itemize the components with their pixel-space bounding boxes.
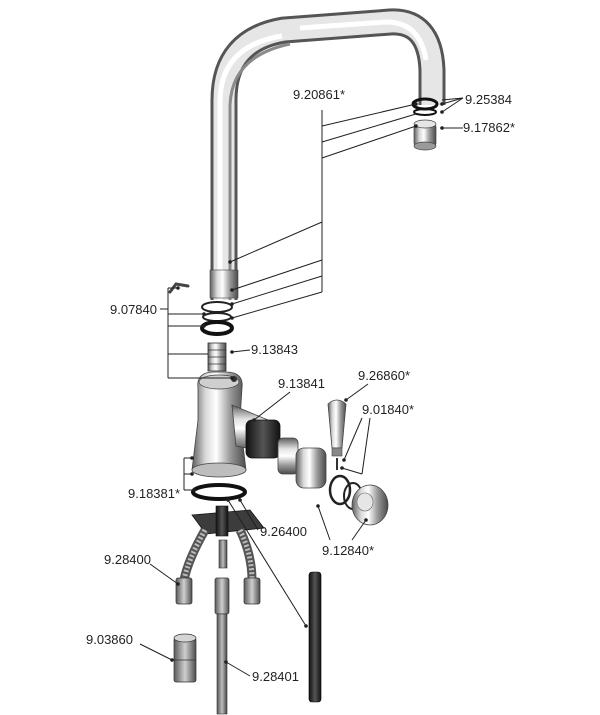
lever [327, 399, 347, 470]
aerator [413, 119, 437, 151]
leader-dots [170, 102, 444, 664]
label-spout-oring: 9.25384 [465, 92, 512, 107]
label-base-gasket: 9.18381* [128, 486, 180, 501]
hose-adapter [173, 633, 197, 683]
label-hose-adapter: 9.03860 [86, 632, 133, 647]
label-lever: 9.26860* [358, 368, 410, 383]
mounting-plate [191, 505, 265, 537]
valve-internals [245, 419, 363, 510]
label-mounting-stud: 9.26400 [260, 524, 307, 539]
label-spout-oring-set: 9.07840 [110, 302, 157, 317]
label-inlet-tube: 9.28401 [252, 669, 299, 684]
spout-base-orings [200, 301, 234, 336]
hex-key [168, 282, 190, 294]
label-handle-cap: 9.12840* [322, 543, 374, 558]
label-cartridge: 9.13843 [251, 342, 298, 357]
base-gasket [191, 483, 247, 501]
inlet-tube [214, 539, 230, 715]
part-labels: 9.20861* 9.25384 9.17862* 9.07840 9.1384… [86, 87, 515, 684]
handle-cap [351, 484, 389, 526]
label-spout: 9.20861* [293, 87, 345, 102]
label-aerator: 9.17862* [463, 120, 515, 135]
spout [209, 8, 446, 300]
label-lever-screw: 9.01840* [362, 402, 414, 417]
cartridge [207, 342, 227, 372]
label-flex-hose: 9.28400 [104, 552, 151, 567]
label-body: 9.13841 [278, 376, 325, 391]
flex-hoses [175, 527, 261, 605]
spout-tip-orings [411, 97, 439, 116]
mounting-rod [308, 571, 322, 703]
